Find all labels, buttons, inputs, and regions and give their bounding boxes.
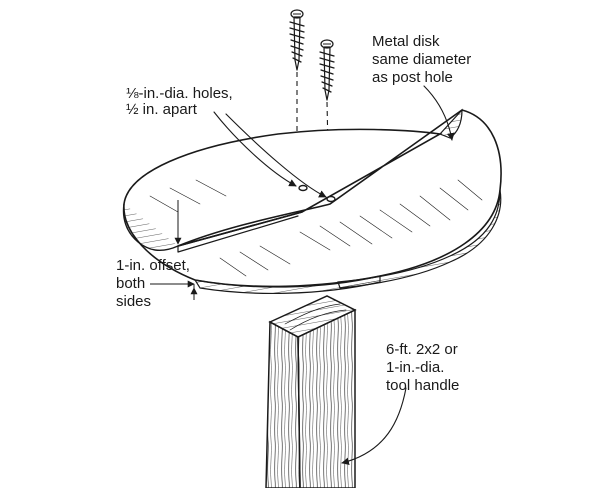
label-offset-line-1: 1-in. offset, xyxy=(116,257,190,274)
label-disk: Metal disk same diameter as post hole xyxy=(372,33,471,86)
label-disk-line-2: same diameter xyxy=(372,51,471,68)
label-holes: ⅛-in.-dia. holes, ½ in. apart xyxy=(126,85,233,118)
label-disk-line-3: as post hole xyxy=(372,69,453,86)
wooden-post xyxy=(265,295,357,489)
label-handle-line-2: 1-in.-dia. xyxy=(386,359,444,376)
label-holes-line-2: ½ in. apart xyxy=(126,101,198,118)
screw-icon xyxy=(289,9,305,180)
label-disk-line-1: Metal disk xyxy=(372,33,440,50)
label-handle-line-1: 6-ft. 2x2 or xyxy=(386,341,458,358)
offset-dimension xyxy=(150,200,198,300)
label-offset: 1-in. offset, both sides xyxy=(116,257,190,310)
metal-disk xyxy=(122,108,502,295)
label-handle: 6-ft. 2x2 or 1-in.-dia. tool handle xyxy=(386,341,459,394)
label-holes-line-1: ⅛-in.-dia. holes, xyxy=(126,85,233,102)
label-offset-line-3: sides xyxy=(116,293,151,310)
arrow-icon xyxy=(213,85,455,466)
label-offset-line-2: both xyxy=(116,275,145,292)
label-handle-line-3: tool handle xyxy=(386,377,459,394)
